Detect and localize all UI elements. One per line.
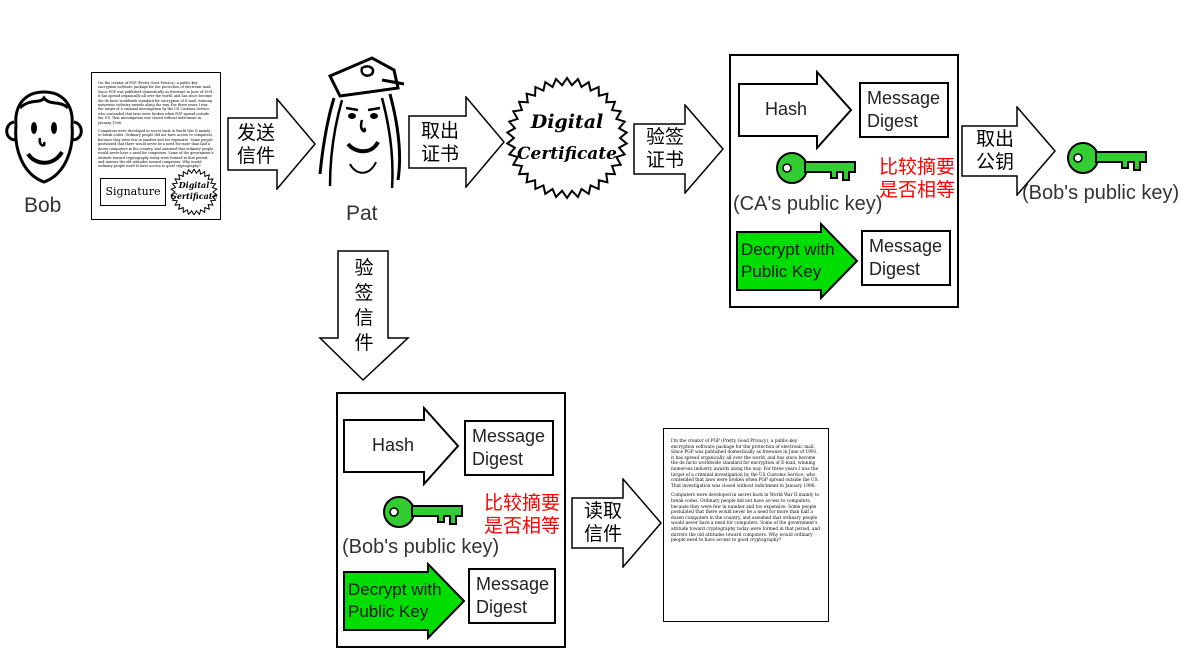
stamp-line: Digital — [178, 180, 210, 190]
decrypt-label: Decrypt with Public Key — [348, 579, 442, 623]
arrow-text: 取出 — [975, 129, 1014, 150]
decrypt-arrow: Decrypt with Public Key — [342, 562, 466, 640]
digest-text: Message — [867, 88, 941, 108]
right-arrow-icon — [408, 96, 505, 188]
bob-figure: Bob — [0, 78, 88, 218]
compare-line: 是否相等 — [484, 515, 561, 537]
message-digest-box-2: Message Digest — [861, 230, 951, 286]
arrow-text: 验 — [354, 258, 374, 279]
arrow-text: 读取 — [583, 501, 622, 522]
letter-certificate-stamp: Digital Certificate — [170, 169, 218, 215]
message-digest-box-2: Message Digest — [468, 568, 556, 624]
arrow-text: 验签 — [645, 127, 684, 148]
arrow-verify-cert: 验签 证书 — [633, 104, 725, 194]
bob-face-icon — [5, 90, 83, 184]
compare-line: 是否相等 — [879, 179, 956, 201]
arrow-send-letter: 发送 信件 — [227, 98, 317, 190]
message-digest-box: Message Digest — [859, 82, 949, 138]
digital-certificate: Digital Certificate — [505, 76, 629, 200]
right-arrow-icon — [343, 406, 460, 486]
pat-label: Pat — [346, 202, 378, 225]
message-digest-box: Message Digest — [464, 420, 554, 476]
arrow-text: 信 — [354, 308, 374, 329]
arrow-text: 取出 — [420, 121, 459, 142]
compare-text: 比较摘要 是否相等 — [879, 156, 955, 202]
arrow-read-letter: 读取 信件 — [571, 478, 663, 568]
right-arrow-icon — [738, 70, 853, 150]
compare-line: 比较摘要 — [879, 156, 956, 178]
certificate-line: Certificate — [516, 144, 617, 164]
digest-text: Message — [472, 426, 546, 446]
decrypt-arrow: Decrypt with Public Key — [735, 222, 859, 300]
plain-letter: I'm the creator of PGP (Pretty Good Priv… — [663, 428, 829, 622]
right-arrow-icon — [227, 98, 316, 190]
decrypt-line: Public Key — [741, 262, 822, 281]
arrow-text: 公钥 — [975, 152, 1014, 173]
right-arrow-icon — [633, 104, 724, 194]
ca-verify-panel: Hash Message Digest 比较摘要 是否相等 (CA's publ… — [729, 54, 959, 308]
stamp-line: Certificate — [170, 191, 218, 201]
digest-text: Message — [869, 236, 943, 256]
signed-letter: I'm the creator of PGP (Pretty Good Priv… — [91, 72, 221, 220]
arrow-verify-letter: 验 签 信 件 — [318, 250, 410, 382]
arrow-text: 发送 — [236, 123, 275, 144]
certificate-line: Digital — [530, 111, 604, 133]
digest-text: Digest — [869, 259, 921, 279]
arrow-get-cert: 取出 证书 — [408, 96, 506, 188]
decrypt-line: Decrypt with — [741, 240, 835, 259]
arrow-text: 信件 — [583, 524, 622, 545]
key-icon — [1067, 142, 1147, 174]
letter-verify-panel: Hash Message Digest 比较摘要 是否相等 (Bob's pub… — [336, 392, 566, 648]
letter-paragraph: I'm the creator of PGP (Pretty Good Priv… — [671, 439, 819, 489]
letter-paragraph: Computers were developed in secret back … — [98, 129, 214, 169]
arrow-text: 签 — [354, 283, 374, 304]
pat-face-icon — [318, 56, 405, 189]
hash-arrow: Hash — [737, 70, 853, 150]
digest-text: Digest — [476, 597, 528, 617]
decrypt-line: Public Key — [348, 602, 429, 621]
pat-figure: Pat — [312, 54, 408, 226]
arrow-get-pubkey: 取出 公钥 — [961, 106, 1057, 196]
certificate-seal-icon — [170, 169, 218, 215]
hash-label: Hash — [765, 99, 808, 119]
arrow-text: 证书 — [420, 144, 459, 165]
compare-line: 比较摘要 — [484, 492, 561, 514]
arrow-text: 件 — [354, 333, 374, 354]
arrow-text: 信件 — [236, 146, 275, 167]
bob-label: Bob — [24, 194, 62, 217]
bob-public-key-label: (Bob's public key) — [1022, 182, 1180, 204]
signature-label: Signature — [105, 185, 161, 198]
hash-arrow: Hash — [342, 406, 460, 486]
bob-key-label: (Bob's public key) — [342, 536, 500, 558]
signature-box: Signature — [100, 178, 166, 206]
letter-paragraph: Computers were developed in secret back … — [671, 493, 820, 544]
ca-key-label: (CA's public key) — [733, 193, 883, 215]
right-arrow-icon — [961, 106, 1056, 196]
digest-text: Digest — [472, 449, 524, 469]
hash-label: Hash — [372, 435, 415, 455]
certificate-seal-icon — [505, 76, 629, 200]
right-arrow-icon — [571, 478, 662, 568]
key-icon — [383, 496, 463, 528]
digest-text: Digest — [867, 111, 919, 131]
digest-text: Message — [476, 574, 550, 594]
right-arrow-icon — [736, 222, 859, 300]
decrypt-line: Decrypt with — [348, 580, 442, 599]
letter-paragraph: I'm the creator of PGP (Pretty Good Priv… — [98, 81, 214, 125]
arrow-text: 证书 — [645, 150, 684, 171]
compare-text: 比较摘要 是否相等 — [484, 492, 560, 538]
key-icon — [776, 152, 856, 184]
down-arrow-icon — [318, 250, 410, 382]
right-arrow-icon — [343, 562, 466, 640]
decrypt-label: Decrypt with Public Key — [741, 239, 835, 283]
